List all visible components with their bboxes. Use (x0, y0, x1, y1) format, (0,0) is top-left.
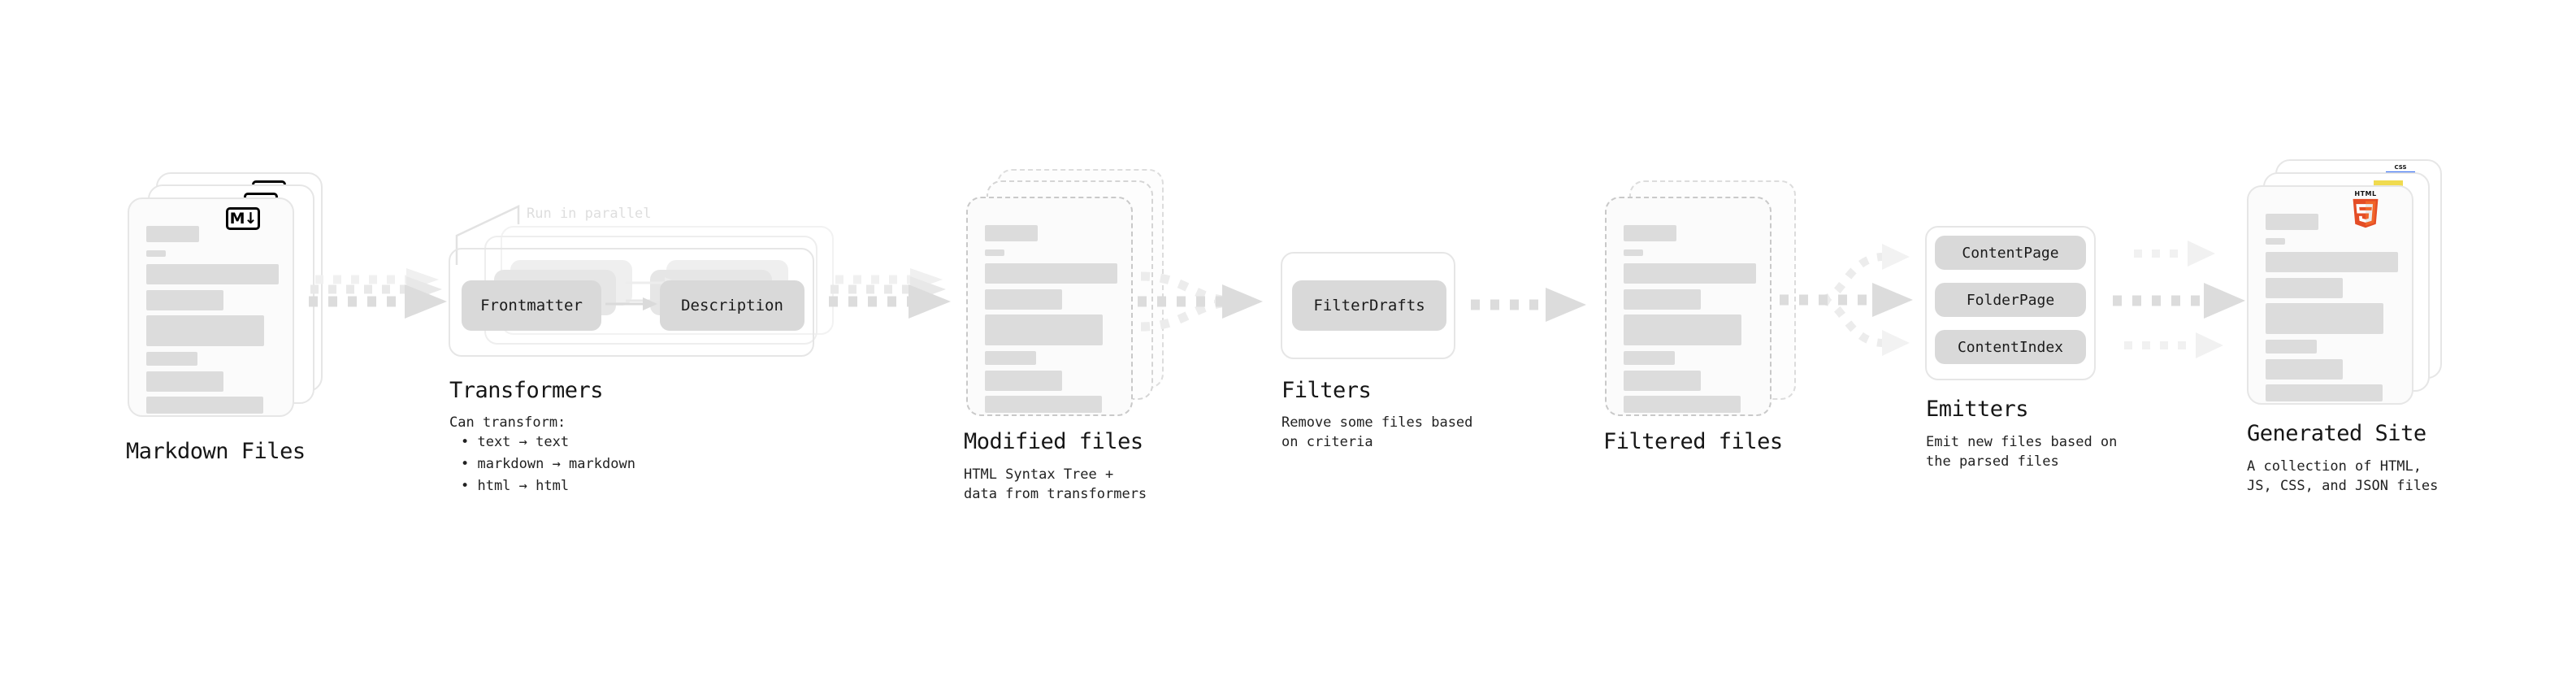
skeleton-bar (985, 396, 1102, 413)
skeleton-bar (985, 289, 1062, 310)
transformer-node-description[interactable]: Description (660, 280, 804, 331)
skeleton-bar (985, 263, 1117, 284)
skeleton-bar (146, 264, 279, 284)
skeleton-bar (2266, 359, 2343, 380)
skeleton-bar (985, 314, 1103, 345)
skeleton-bar (985, 351, 1036, 365)
arrow-transformers-to-modified (829, 268, 951, 319)
skeleton-bar (2266, 384, 2383, 401)
stage-title-filters: Filters (1281, 378, 1372, 403)
arrow-filters-to-filtered (1471, 288, 1586, 322)
generated-site-caption: A collection of HTML, JS, CSS, and JSON … (2247, 458, 2439, 494)
transformers-caption-heading: Can transform: (449, 414, 566, 431)
stage-title-transformers: Transformers (449, 378, 604, 403)
skeleton-bar (2266, 252, 2398, 272)
modified-card-front (966, 197, 1133, 416)
transformer-node-frontmatter[interactable]: Frontmatter (462, 280, 601, 331)
skeleton-bar (1624, 351, 1675, 365)
markdown-icon: M↓ (226, 207, 260, 230)
stage-title-markdown-files: Markdown Files (126, 439, 306, 464)
filters-caption: Remove some files based on criteria (1281, 414, 1473, 450)
arrow-filtered-to-emitters (1780, 244, 1913, 356)
transformer-group (449, 248, 814, 357)
arrow-modified-to-filters (1138, 271, 1263, 332)
emitters-caption: Emit new files based on the parsed files (1926, 434, 2118, 470)
arrow-emitters-to-site (2113, 241, 2245, 358)
stage-title-emitters: Emitters (1926, 397, 2029, 422)
transformers-bullet-1: • text → text (461, 434, 570, 450)
stage-title-filtered-files: Filtered files (1603, 429, 1783, 454)
skeleton-bar (1624, 289, 1701, 310)
skeleton-bar (2266, 278, 2343, 298)
skeleton-bar (146, 315, 264, 346)
skeleton-bar (2266, 214, 2318, 230)
site-card-front (2247, 185, 2413, 405)
stage-title-generated-site: Generated Site (2247, 421, 2426, 446)
emitter-node-folderpage[interactable]: FolderPage (1935, 283, 2086, 317)
skeleton-bar (146, 250, 166, 257)
emitters-group (1925, 226, 2096, 380)
html5-icon: HTML (2348, 190, 2383, 229)
stage-title-modified-files: Modified files (964, 429, 1143, 454)
skeleton-bar (1624, 249, 1643, 256)
skeleton-bar (146, 290, 223, 310)
skeleton-bar (146, 352, 197, 366)
skeleton-bar (1624, 225, 1676, 241)
skeleton-bar (1624, 396, 1741, 413)
run-in-parallel-label: Run in parallel (527, 206, 652, 222)
skeleton-bar (985, 249, 1004, 256)
transformers-bullet-2: • markdown → markdown (461, 456, 635, 472)
skeleton-bar (1624, 263, 1756, 284)
skeleton-bar (985, 371, 1062, 391)
modified-files-caption: HTML Syntax Tree + data from transformer… (964, 466, 1147, 502)
filtered-card-front (1605, 197, 1772, 416)
skeleton-bar (2266, 303, 2383, 334)
skeleton-bar (1624, 314, 1741, 345)
transformers-bullet-3: • html → html (461, 478, 570, 494)
filter-node-filterdrafts[interactable]: FilterDrafts (1292, 280, 1446, 331)
skeleton-bar (2266, 238, 2285, 245)
skeleton-bar (146, 371, 223, 392)
skeleton-bar (985, 225, 1038, 241)
emitter-node-contentpage[interactable]: ContentPage (1935, 236, 2086, 270)
arrow-markdown-to-transformers (309, 268, 447, 319)
skeleton-bar (146, 397, 263, 414)
emitter-node-contentindex[interactable]: ContentIndex (1935, 330, 2086, 364)
filters-group (1281, 252, 1455, 359)
skeleton-bar (1624, 371, 1701, 391)
transformer-front-arrow (605, 297, 657, 310)
markdown-card-front (128, 197, 294, 417)
skeleton-bar (146, 226, 199, 242)
skeleton-bar (2266, 340, 2317, 354)
